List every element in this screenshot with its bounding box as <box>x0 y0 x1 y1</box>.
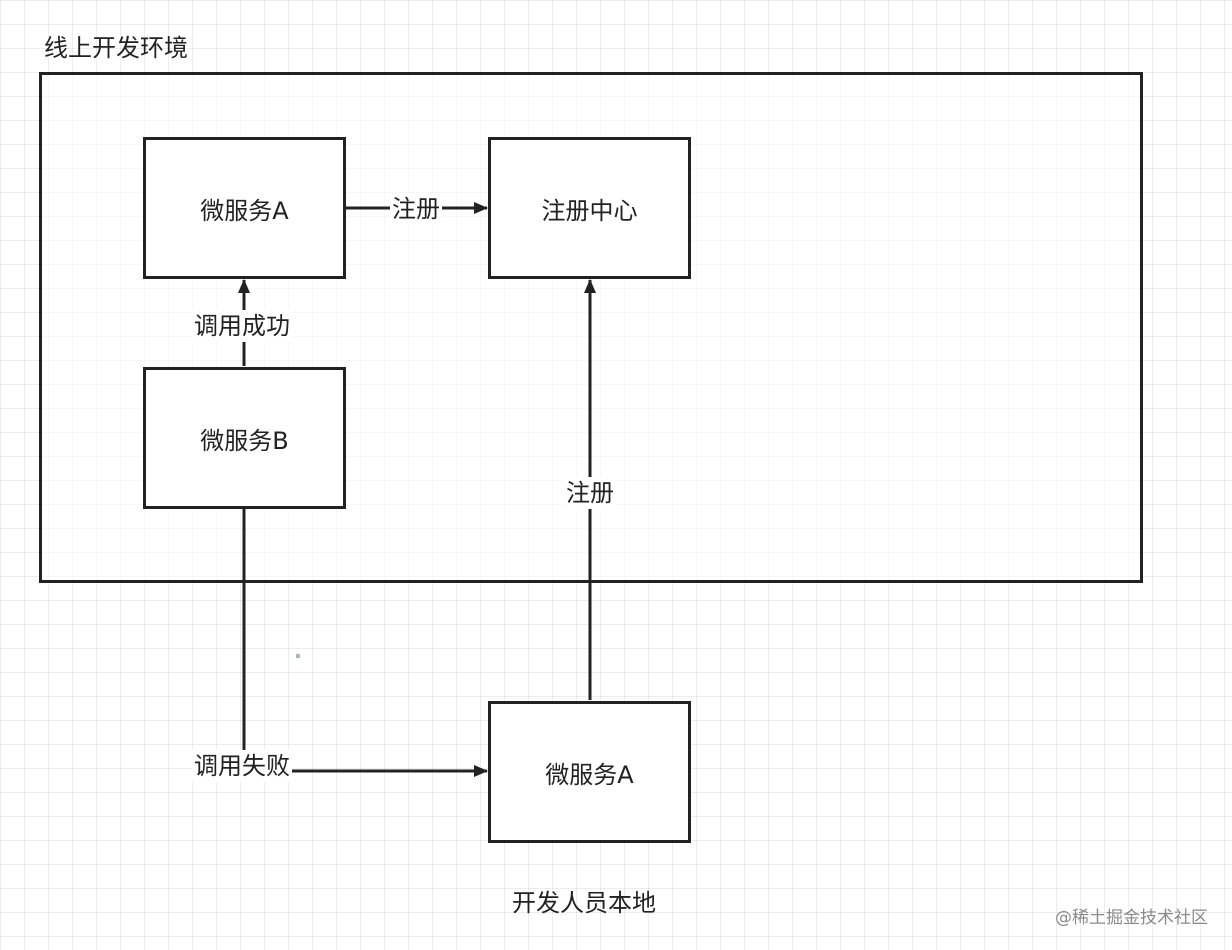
online-environment-title: 线上开发环境 <box>44 34 188 62</box>
node-registry-label: 注册中心 <box>541 196 638 225</box>
watermark: @稀土掘金技术社区 <box>1055 908 1208 928</box>
developer-local-label: 开发人员本地 <box>512 889 656 917</box>
node-service-b-online[interactable]: 微服务B <box>143 367 346 509</box>
stray-dot <box>296 654 300 658</box>
node-service-b-online-label: 微服务B <box>200 426 289 455</box>
node-service-a-local-label: 微服务A <box>545 760 634 789</box>
edge-label-register-a: 注册 <box>390 193 442 225</box>
node-service-a-local[interactable]: 微服务A <box>488 701 691 843</box>
edge-service-b-to-local-service-a <box>242 509 488 777</box>
node-registry[interactable]: 注册中心 <box>488 137 691 279</box>
node-service-a-online-label: 微服务A <box>200 196 289 225</box>
edge-label-call-success: 调用成功 <box>192 310 292 342</box>
edge-label-register-local: 注册 <box>564 477 616 509</box>
edge-label-call-failure: 调用失败 <box>192 750 292 782</box>
node-service-a-online[interactable]: 微服务A <box>143 137 346 279</box>
